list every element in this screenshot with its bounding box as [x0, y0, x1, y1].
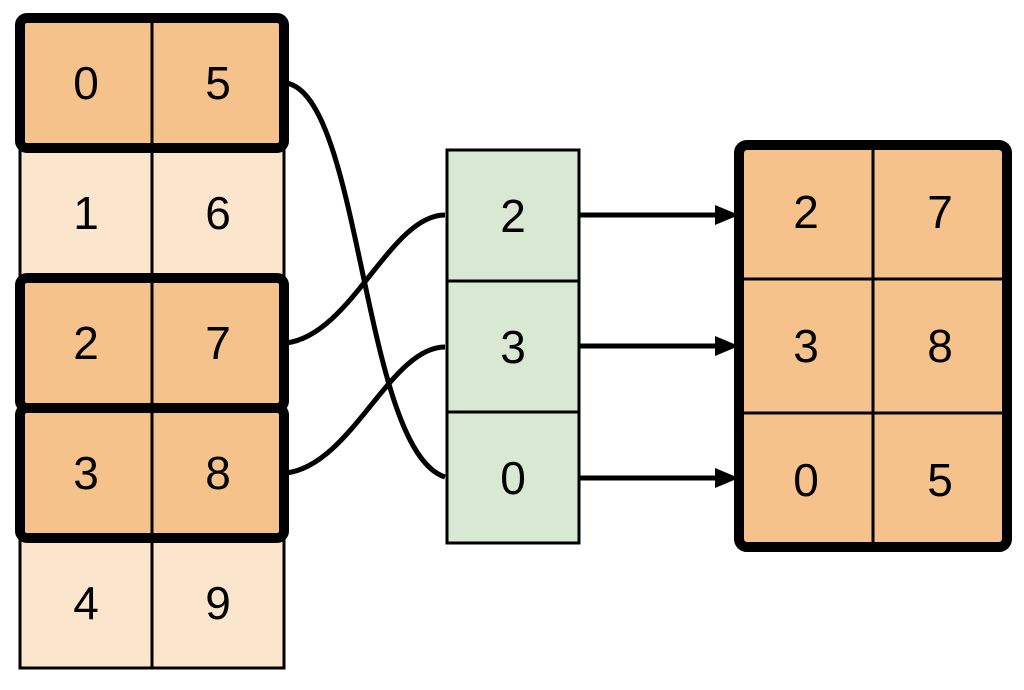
cell-fill: [18, 536, 154, 670]
table-row: 0 5: [737, 411, 1009, 549]
connector-row2-to-index2: [285, 212, 446, 346]
result-outline: [734, 140, 1012, 552]
cell-value: 3: [73, 447, 99, 499]
cell-value: 5: [205, 57, 231, 109]
cell-value: 0: [793, 454, 819, 506]
cell-value: 2: [793, 186, 819, 238]
arrow: [579, 205, 739, 225]
cell-value: 9: [205, 577, 231, 629]
source-array: 0 5 1 6 2 7 3 8 4 9: [15, 13, 289, 670]
arrow: [579, 336, 739, 356]
cell-value: 4: [73, 577, 99, 629]
result-array: 2 7 3 8 0 5: [734, 140, 1012, 552]
cell-fill: [445, 410, 581, 545]
arrow: [579, 468, 739, 488]
table-row: 2 7: [737, 143, 1009, 281]
table-row: 0 5: [18, 16, 286, 150]
index-array: 2 3 0: [445, 148, 581, 545]
arrowhead-icon: [715, 205, 739, 225]
cell-fill: [445, 148, 581, 283]
cell-value: 0: [500, 452, 526, 504]
table-row: 3 8: [18, 406, 286, 540]
index-cell: 0: [445, 410, 581, 545]
cell-fill: [150, 16, 286, 150]
cell-value: 6: [205, 187, 231, 239]
cell-value: 3: [500, 321, 526, 373]
arrowhead-icon: [715, 468, 739, 488]
cell-fill: [445, 279, 581, 414]
highlight-outline-row-0: [15, 13, 289, 153]
cell-value: 7: [205, 317, 231, 369]
table-row: 1 6: [18, 146, 286, 280]
connector-row3-to-index3: [285, 344, 446, 476]
cell-fill: [18, 16, 154, 150]
connectors: [285, 80, 446, 480]
cell-fill: [871, 277, 1009, 415]
cell-value: 1: [73, 187, 99, 239]
arrows: [579, 205, 739, 488]
cell-value: 3: [793, 320, 819, 372]
table-row: 3 8: [737, 277, 1009, 415]
cell-value: 8: [205, 447, 231, 499]
cell-value: 5: [927, 454, 953, 506]
cell-value: 8: [927, 320, 953, 372]
cell-fill: [150, 276, 286, 410]
cell-value: 2: [500, 190, 526, 242]
cell-fill: [150, 146, 286, 280]
cell-fill: [737, 277, 875, 415]
index-cell: 2: [445, 148, 581, 283]
arrowhead-icon: [715, 336, 739, 356]
cell-fill: [150, 406, 286, 540]
cell-value: 7: [927, 186, 953, 238]
index-cell: 3: [445, 279, 581, 414]
cell-fill: [150, 536, 286, 670]
table-row: 2 7: [18, 276, 286, 410]
cell-value: 2: [73, 317, 99, 369]
connector-row0-to-index0: [285, 80, 446, 480]
highlight-outline-row-3: [15, 403, 289, 543]
cell-value: 0: [73, 57, 99, 109]
table-row: 4 9: [18, 536, 286, 670]
